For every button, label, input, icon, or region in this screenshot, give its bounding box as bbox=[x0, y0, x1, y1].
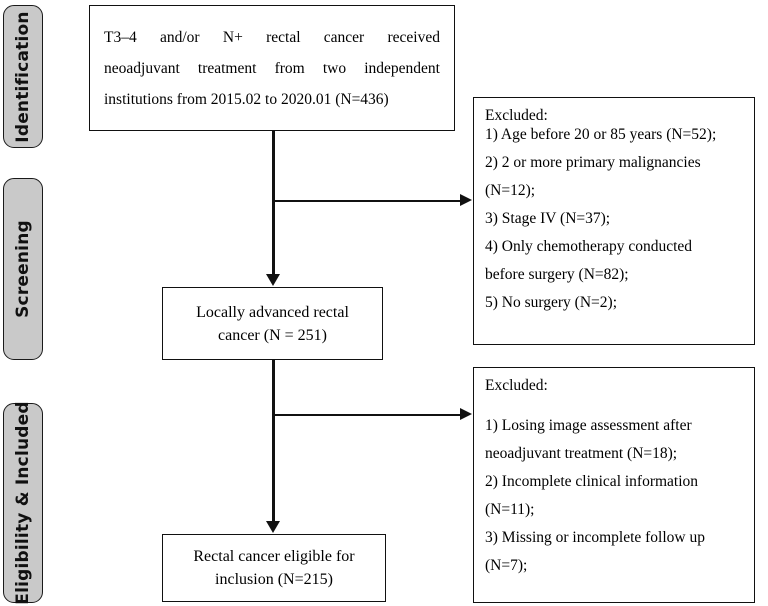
excluded-box-eligibility: Excluded: 1) Losing image assessment aft… bbox=[473, 367, 755, 603]
stage-label-identification: Identification bbox=[13, 10, 33, 143]
excluded-2-item-2-cont: (N=11); bbox=[485, 501, 535, 518]
excluded-1-item-4-cont: before surgery (N=82); bbox=[485, 266, 629, 283]
stage-label-eligibility-included: Eligibility & Included bbox=[13, 401, 33, 605]
excluded-2-item-1: 1) Losing image assessment after bbox=[485, 417, 692, 434]
connector-branch-excluded-2 bbox=[272, 414, 462, 417]
stage-pill-screening: Screening bbox=[3, 178, 43, 360]
excluded-1-item-5: 5) No surgery (N=2); bbox=[485, 294, 617, 311]
excluded-1-item-1: 1) Age before 20 or 85 years (N=52); bbox=[485, 126, 717, 143]
stage-pill-identification: Identification bbox=[3, 5, 43, 148]
stage-label-screening: Screening bbox=[13, 220, 33, 318]
screening-line-2: cancer (N = 251) bbox=[218, 326, 327, 344]
screening-result-box: Locally advanced rectal cancer (N = 251) bbox=[162, 287, 383, 360]
arrow-down-to-included-box bbox=[266, 521, 280, 533]
excluded-1-item-4: 4) Only chemotherapy conducted bbox=[485, 238, 693, 255]
stage-pill-eligibility-included: Eligibility & Included bbox=[3, 401, 43, 605]
excluded-box-screening: Excluded: 1) Age before 20 or 85 years (… bbox=[473, 97, 755, 345]
connector-trunk-upper bbox=[272, 131, 275, 275]
included-result-text: Rectal cancer eligible for inclusion (N=… bbox=[163, 545, 385, 591]
screening-line-1: Locally advanced rectal bbox=[196, 303, 349, 321]
excluded-1-item-2-cont: (N=12); bbox=[485, 182, 536, 199]
excluded-2-heading: Excluded: bbox=[485, 377, 548, 394]
connector-trunk-lower bbox=[272, 360, 275, 523]
source-records-text: T3–4 and/or N+ rectal cancer received ne… bbox=[90, 22, 454, 115]
connector-branch-excluded-1 bbox=[272, 200, 462, 203]
source-line-1: T3–4 and/or N+ rectal cancer received bbox=[104, 28, 440, 46]
excluded-2-item-3: 3) Missing or incomplete follow up bbox=[485, 529, 705, 546]
arrow-right-to-excluded-box-2 bbox=[460, 408, 472, 420]
included-result-box: Rectal cancer eligible for inclusion (N=… bbox=[162, 534, 386, 602]
excluded-2-item-3-cont: (N=7); bbox=[485, 557, 528, 574]
screening-result-text: Locally advanced rectal cancer (N = 251) bbox=[163, 301, 382, 347]
arrow-right-to-excluded-box-1 bbox=[460, 194, 472, 206]
included-line-2: inclusion (N=215) bbox=[215, 571, 333, 588]
excluded-2-item-1-cont: neoadjuvant treatment (N=18); bbox=[485, 445, 678, 462]
arrow-down-to-screening-box bbox=[266, 274, 280, 286]
included-line-1: Rectal cancer eligible for bbox=[193, 548, 355, 565]
excluded-2-item-2: 2) Incomplete clinical information bbox=[485, 473, 699, 490]
source-records-box: T3–4 and/or N+ rectal cancer received ne… bbox=[89, 5, 455, 131]
excluded-1-heading: Excluded: bbox=[485, 107, 548, 124]
excluded-1-item-3: 3) Stage IV (N=37); bbox=[485, 210, 611, 227]
excluded-1-item-2: 2) 2 or more primary malignancies bbox=[485, 154, 701, 171]
source-line-2: neoadjuvant treatment from two independe… bbox=[104, 59, 440, 77]
source-line-3: institutions from 2015.02 to 2020.01 (N=… bbox=[104, 90, 389, 108]
